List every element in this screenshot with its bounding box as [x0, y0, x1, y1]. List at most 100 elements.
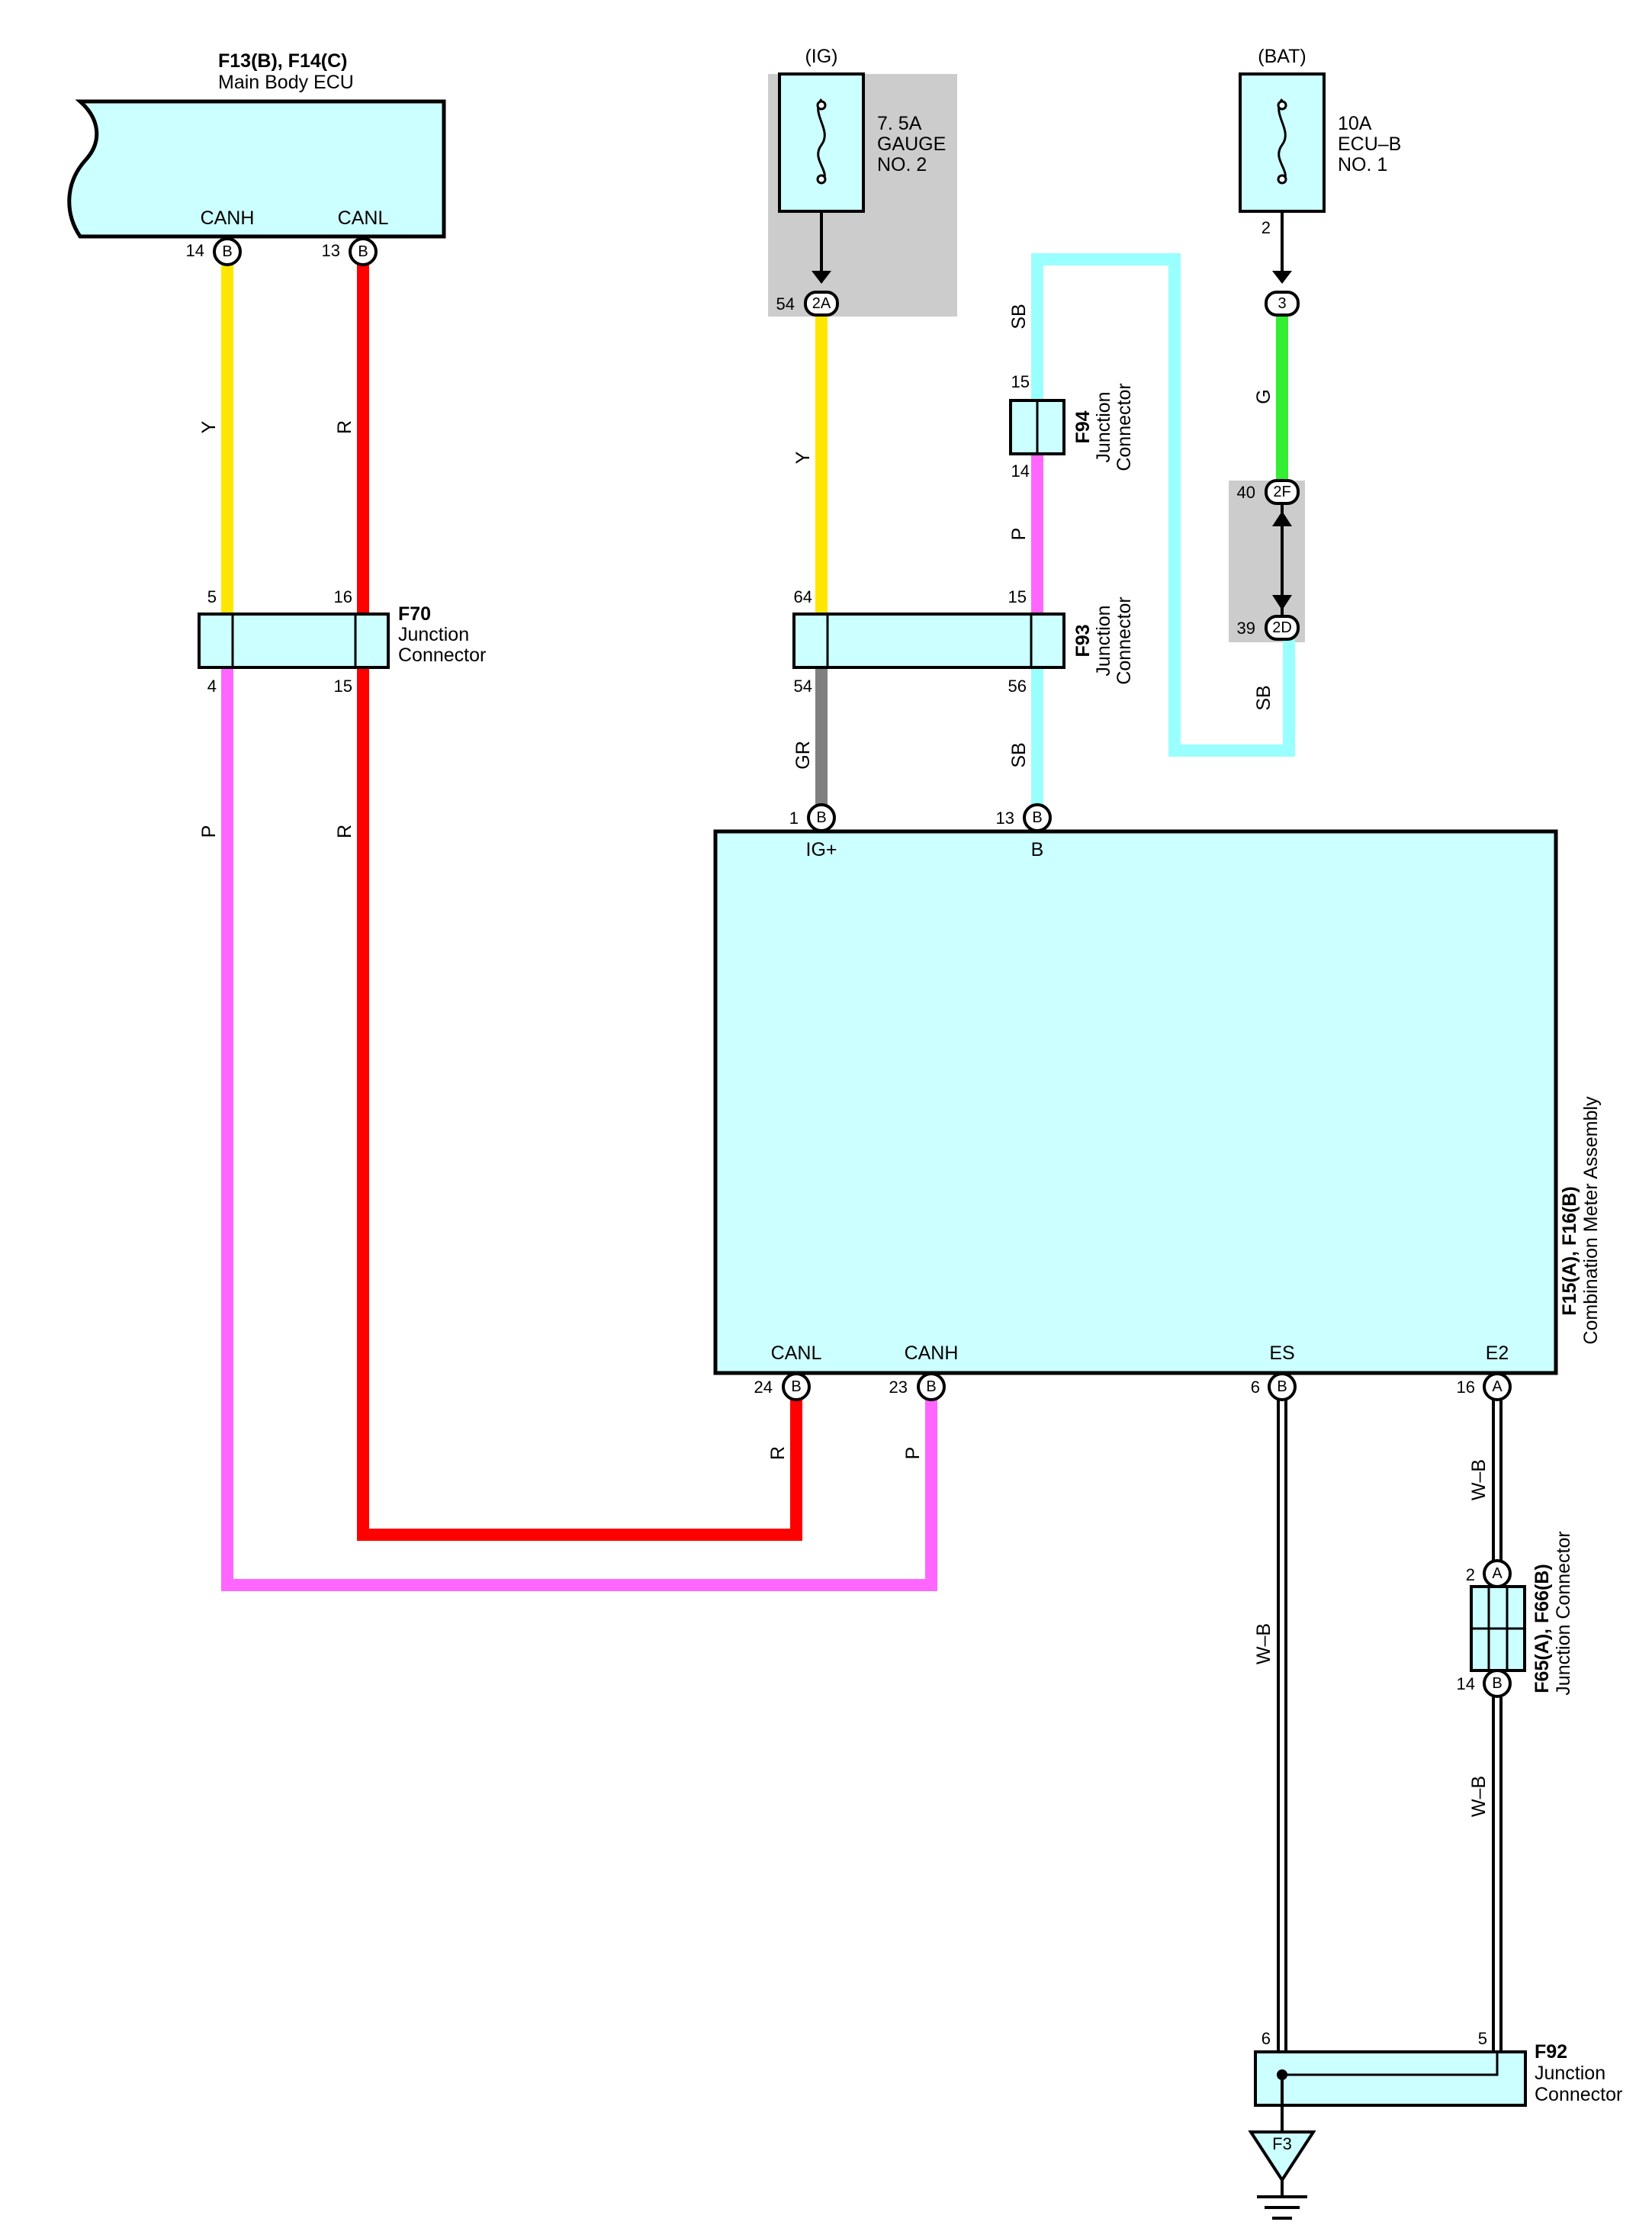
f70-line2: Connector — [398, 645, 486, 666]
ecu-canh-pin: 14 — [186, 241, 204, 260]
wire-label-p-1: P — [198, 825, 220, 838]
f94-id: F94 — [1072, 410, 1094, 443]
ground-symbol-icon — [1248, 2130, 1316, 2183]
bat-fuse-pin: 2 — [1261, 218, 1271, 237]
terminal-ecu-canh — [213, 237, 242, 266]
ecu-canl-label: CANL — [338, 207, 389, 229]
meter-canl-pin: 24 — [754, 1378, 773, 1397]
svg-text:B: B — [816, 809, 826, 826]
wire-label-wb-1: W–B — [1253, 1623, 1274, 1664]
wire-label-sb-3: SB — [1253, 685, 1274, 710]
wire-label-r-1: R — [334, 420, 355, 434]
j2d-pin: 39 — [1237, 619, 1255, 638]
terminal-meter-canh — [917, 1372, 946, 1401]
f70-pin-15: 15 — [334, 677, 352, 696]
f70-pin-4: 4 — [207, 677, 217, 696]
terminal-2a — [804, 291, 839, 317]
f93-line1: Junction — [1093, 605, 1114, 676]
terminal-meter-b — [1023, 803, 1052, 832]
f94-line2: Connector — [1114, 383, 1135, 471]
ig-fuse-box — [778, 72, 865, 213]
ig-fuse-line2: GAUGE — [877, 133, 946, 155]
wire-label-g: G — [1253, 389, 1274, 404]
svg-text:B: B — [791, 1378, 801, 1395]
terminal-ecu-canl — [349, 237, 378, 266]
junction-block-shade — [1229, 481, 1305, 642]
meter-name: Combination Meter Assembly — [1580, 1096, 1602, 1345]
terminal-3 — [1265, 291, 1300, 317]
wire-label-y-1: Y — [198, 420, 220, 433]
ig-2a-pin: 54 — [776, 294, 795, 314]
ground-id: F3 — [1272, 2134, 1292, 2153]
f93-line2: Connector — [1114, 596, 1135, 684]
svg-text:2F: 2F — [1273, 484, 1290, 500]
bat-label: (BAT) — [1258, 46, 1306, 67]
meter-id: F15(A), F16(B) — [1559, 1186, 1580, 1315]
svg-text:B: B — [222, 243, 232, 260]
svg-text:2D: 2D — [1272, 619, 1292, 636]
f92-id: F92 — [1535, 2041, 1567, 2063]
wire-label-sb-2: SB — [1008, 742, 1030, 767]
wire-label-p-3: P — [902, 1447, 924, 1460]
ig-arrow-icon — [812, 271, 831, 284]
f94-line1: Junction — [1093, 391, 1114, 462]
terminal-f66-b — [1483, 1669, 1512, 1698]
ig-label: (IG) — [805, 46, 837, 67]
f93-pin-56: 56 — [1008, 677, 1027, 696]
meter-b-pin: 13 — [996, 809, 1014, 828]
svg-text:B: B — [926, 1378, 936, 1395]
f92-pin-6: 6 — [1261, 2029, 1271, 2048]
meter-b-label: B — [1031, 839, 1044, 860]
meter-canl-label: CANL — [771, 1342, 822, 1364]
f93-pin-54: 54 — [794, 677, 812, 696]
ecu-canl-pin: 13 — [322, 241, 340, 260]
f93-pin-64: 64 — [794, 587, 812, 606]
svg-text:A: A — [1492, 1378, 1503, 1395]
terminal-2d — [1265, 615, 1300, 641]
bat-arrow-icon — [1272, 271, 1292, 284]
svg-text:B: B — [1032, 809, 1042, 826]
meter-e2-label: E2 — [1486, 1342, 1509, 1364]
wire-label-r-3: R — [767, 1446, 789, 1460]
wire-label-sb-1: SB — [1008, 304, 1030, 329]
f94-pin-14: 14 — [1011, 461, 1030, 481]
junction-arrow-down-icon — [1272, 595, 1292, 610]
wire-label-p-2: P — [1008, 528, 1030, 541]
f92-connector — [1254, 2050, 1527, 2107]
main-body-ecu-id: F13(B), F14(C) — [218, 50, 347, 72]
svg-text:B: B — [1277, 1378, 1287, 1395]
wire-label-wb-3: W–B — [1468, 1776, 1490, 1817]
j2f-pin: 40 — [1237, 483, 1255, 502]
wire-label-wb-2: W–B — [1468, 1459, 1490, 1500]
main-body-ecu-name: Main Body ECU — [218, 72, 354, 93]
terminal-meter-igp — [807, 803, 836, 832]
f70-pin-16: 16 — [334, 587, 352, 606]
meter-canh-label: CANH — [905, 1342, 959, 1364]
f94-pin-15: 15 — [1011, 372, 1030, 391]
meter-es-label: ES — [1269, 1342, 1294, 1364]
svg-text:A: A — [1492, 1565, 1503, 1582]
f70-id: F70 — [398, 603, 431, 625]
f65-id: F65(A), F66(B) — [1531, 1564, 1553, 1693]
f65-pin-2: 2 — [1466, 1565, 1475, 1584]
f70-connector — [198, 613, 390, 669]
bat-fuse-symbol — [1278, 98, 1287, 185]
terminal-2f — [1265, 479, 1300, 505]
bat-fuse-line2: ECU–B — [1338, 133, 1401, 155]
svg-text:B: B — [1492, 1675, 1502, 1692]
wire-label-r-2: R — [334, 825, 355, 838]
main-body-ecu-box — [67, 99, 446, 239]
terminal-meter-canl — [782, 1372, 811, 1401]
f93-connector — [792, 613, 1065, 669]
ig-fuse-line1: 7. 5A — [877, 113, 922, 134]
bat-fuse-line3: NO. 1 — [1338, 154, 1387, 175]
f65-name: Junction Connector — [1553, 1531, 1574, 1695]
terminal-meter-e2 — [1483, 1372, 1512, 1401]
f70-line1: Junction — [398, 624, 469, 645]
wire-label-y-2: Y — [792, 451, 814, 464]
f92-line1: Junction — [1535, 2063, 1605, 2084]
f92-pin-5: 5 — [1478, 2029, 1487, 2048]
wire-label-gr: GR — [792, 741, 814, 770]
bat-fuse-line1: 10A — [1338, 113, 1372, 134]
ig-fuse-symbol — [817, 98, 826, 185]
